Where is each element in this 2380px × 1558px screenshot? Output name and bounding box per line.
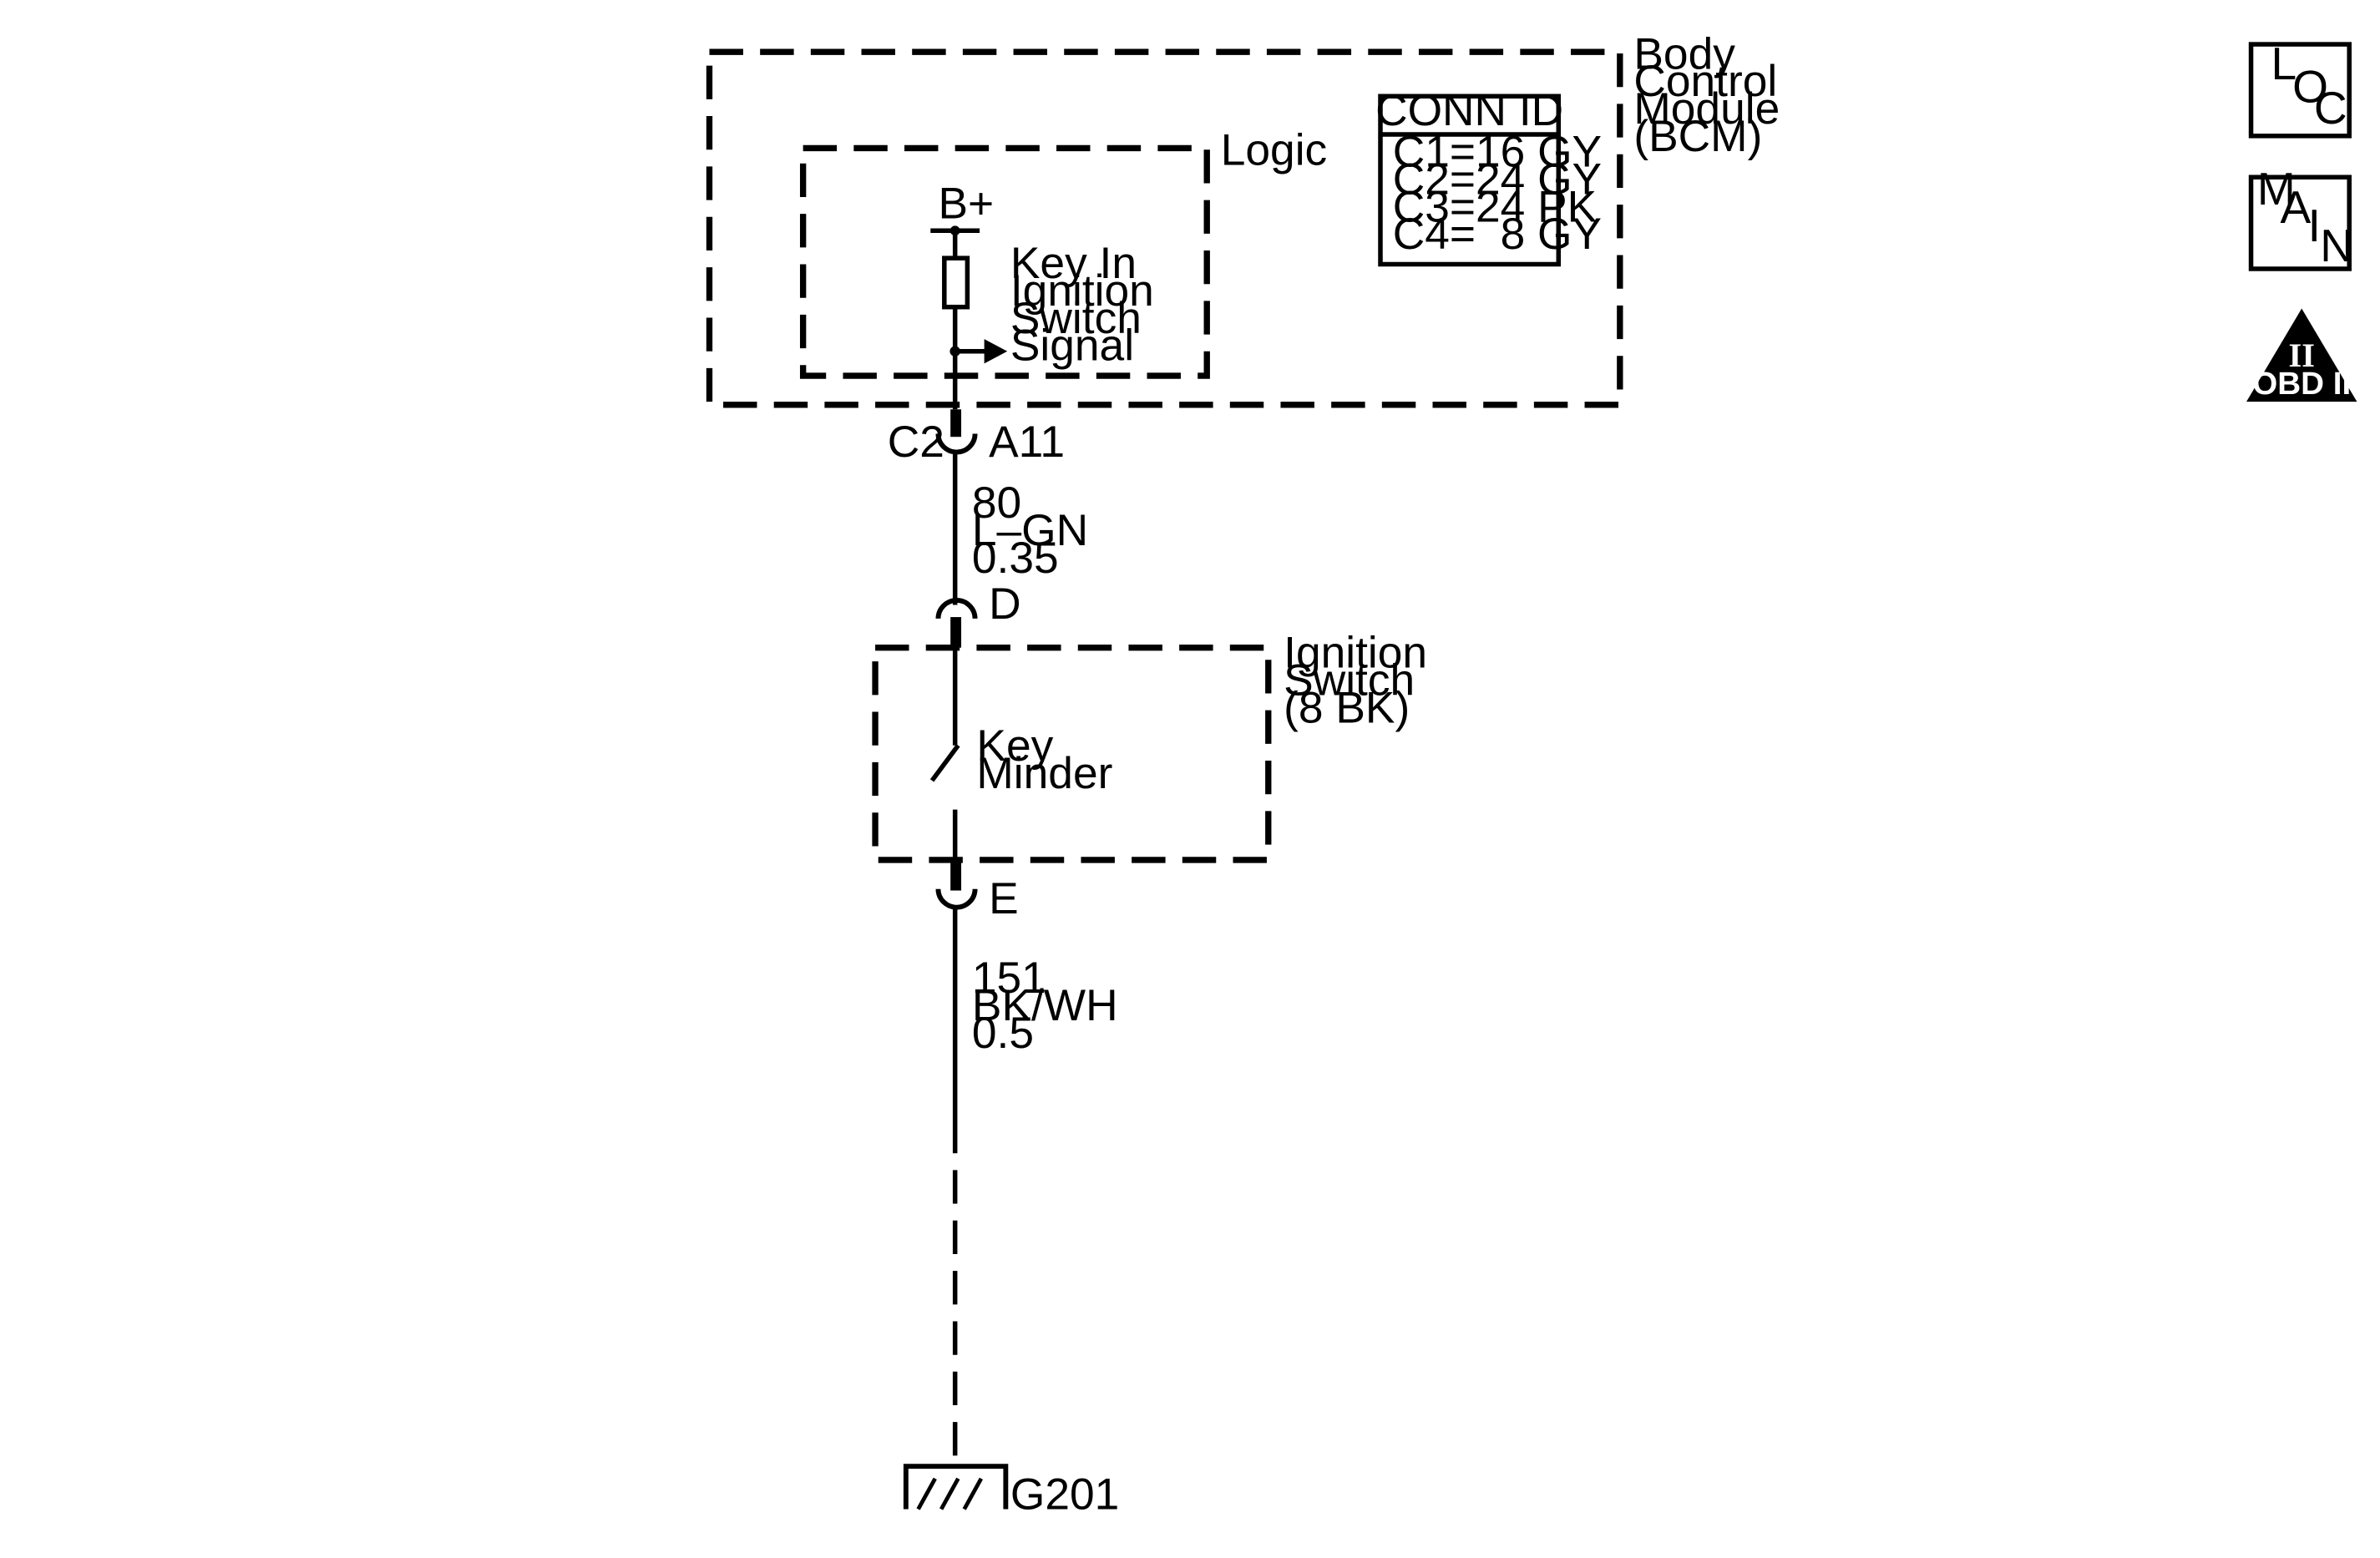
switch-label-1: Key [976, 721, 1053, 771]
loc-letter-o: O [2292, 61, 2328, 113]
connector-pin-e [950, 859, 962, 891]
main-letter-m: M [2257, 163, 2296, 215]
conn-id-border [1378, 94, 1562, 267]
connector-pin-a11 [950, 409, 962, 438]
conn-id-row-1: C1=16 GY [1393, 128, 1602, 177]
svg-text:Key Minder: Key Minder [976, 721, 1112, 798]
wire-151-circuit: 151 [972, 954, 1046, 1003]
loc-icon[interactable] [2248, 42, 2352, 139]
signal-arrow-icon [984, 339, 1008, 364]
logic-outline [799, 144, 1210, 379]
connector-cup-d [935, 598, 978, 620]
main-letter-i: I [2308, 200, 2321, 251]
bcm-name-line-3: Module [1633, 84, 1780, 134]
obd-ii-button[interactable]: II OBD II [2246, 308, 2357, 402]
ground-hatch-2 [939, 1477, 960, 1510]
ground-hatch-1 [916, 1477, 937, 1510]
conn-id-row-3: C3=24 PK [1393, 182, 1597, 231]
connector-d-label: D [989, 579, 1021, 629]
logic-block: Logic B+ Key In Ignition Switch Signal [799, 126, 1327, 379]
main-letter-a: A [2280, 181, 2311, 233]
loc-letter-l: L [2271, 38, 2296, 89]
connector-a11-pin-label: A11 [989, 417, 1065, 467]
ground-icon [903, 1464, 1009, 1510]
bcm-block: Body Control Module (BCM) [706, 29, 1792, 408]
ignition-switch-name-2: Switch [1284, 656, 1415, 706]
supply-node [949, 225, 960, 236]
connector-c2-a11: C2 A11 [888, 351, 1065, 467]
switch-label-2: Minder [976, 749, 1112, 798]
loc-button[interactable]: L O C [2248, 38, 2352, 139]
ground-hatch-3 [962, 1477, 984, 1510]
signal-line-4: Signal [1010, 321, 1134, 371]
ignition-switch-block: Ignition Switch (8 BK) Key Minder [872, 629, 1440, 863]
main-icon[interactable] [2248, 175, 2352, 271]
loc-letter-c: C [2314, 82, 2347, 134]
conn-id-row-4: C4= 8 GY [1393, 210, 1602, 259]
connector-d: D [935, 579, 1021, 648]
key-minder-switch-icon [929, 744, 960, 782]
signal-line-1: Key In [1010, 239, 1137, 288]
signal-line-3: Switch [1010, 294, 1142, 343]
supply-label: B+ [938, 180, 994, 229]
connector-cup-e [935, 888, 978, 910]
bcm-outline [706, 48, 1623, 408]
svg-text:Key In Ignition Sw: Key In Ignition Switch Signal [1010, 239, 1167, 371]
obd-ii-label: OBD II [2252, 366, 2351, 402]
wire-circuit-151: 151 BK/WH 0.5 [952, 907, 1118, 1467]
ignition-switch-name-1: Ignition [1284, 629, 1427, 678]
signal-line-2: Ignition [1010, 266, 1154, 316]
wire-80-color: L–GN [972, 506, 1088, 555]
connector-e: E [935, 859, 1019, 923]
bcm-name-line-1: Body [1633, 29, 1735, 78]
obd-ii-label-bar [2263, 376, 2341, 397]
conn-id-table: CONN ID C1=16 GY C2=24 GY C3=24 PK C4= 8… [1375, 86, 1602, 267]
bcm-name-line-4: (BCM) [1633, 112, 1762, 161]
wire-80-circuit: 80 [972, 478, 1021, 528]
conn-id-row-2: C2=24 GY [1393, 154, 1602, 204]
ground-g201: G201 [903, 1464, 1119, 1520]
main-button[interactable]: M A I N [2248, 163, 2354, 271]
main-letter-n: N [2320, 220, 2353, 271]
ground-label: G201 [1010, 1470, 1119, 1520]
wire-80-gauge: 0.35 [972, 534, 1059, 583]
wire-151-gauge: 0.5 [972, 1009, 1034, 1058]
svg-text:Body Control Modul: Body Control Module (BCM) [1633, 29, 1792, 161]
pull-up-resistor [942, 255, 970, 310]
conn-id-header: CONN ID [1375, 86, 1563, 135]
wire-151-color: BK/WH [972, 981, 1118, 1030]
connector-e-label: E [989, 874, 1019, 923]
obd-ii-numeral: II [2288, 336, 2314, 374]
connector-pin-d [950, 617, 962, 648]
svg-text:Ignition Switch (8: Ignition Switch (8 BK) [1284, 629, 1440, 733]
connector-c2-label: C2 [888, 417, 944, 467]
ignition-switch-name-3: (8 BK) [1284, 683, 1410, 732]
bcm-name-line-2: Control [1633, 57, 1777, 106]
logic-label: Logic [1221, 126, 1327, 175]
wire-circuit-80: 80 L–GN 0.35 [952, 452, 1088, 605]
